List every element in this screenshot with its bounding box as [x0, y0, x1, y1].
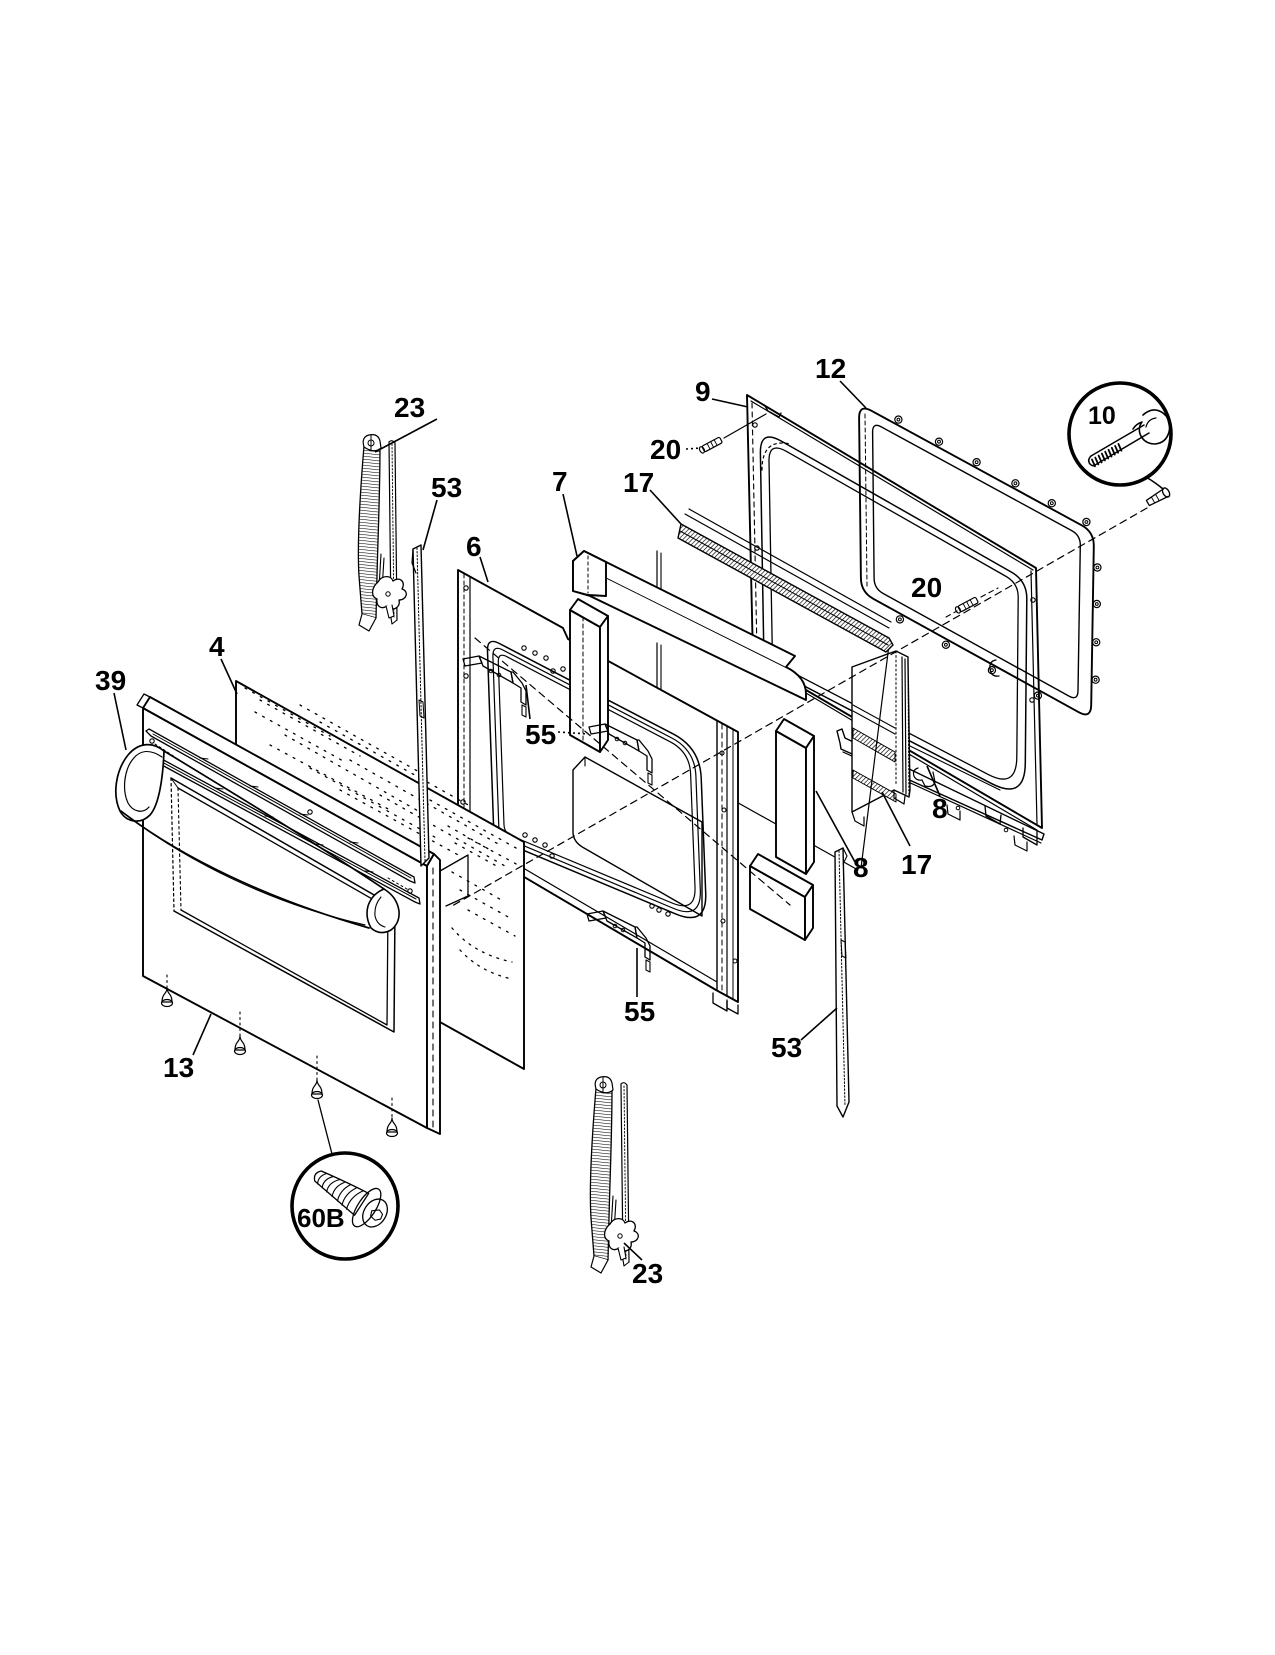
svg-text:55: 55 [624, 996, 655, 1027]
svg-text:17: 17 [901, 849, 932, 880]
svg-text:7: 7 [552, 466, 568, 497]
svg-text:55: 55 [525, 719, 556, 750]
svg-text:23: 23 [632, 1258, 663, 1289]
svg-text:10: 10 [1088, 402, 1116, 430]
svg-text:8: 8 [853, 852, 869, 883]
svg-text:20: 20 [650, 434, 681, 465]
svg-text:53: 53 [431, 472, 462, 503]
svg-text:8: 8 [932, 793, 948, 824]
svg-text:4: 4 [209, 631, 225, 662]
svg-text:6: 6 [466, 531, 482, 562]
svg-text:12: 12 [815, 353, 846, 384]
svg-text:23: 23 [394, 392, 425, 423]
svg-text:9: 9 [695, 376, 711, 407]
svg-text:17: 17 [623, 467, 654, 498]
svg-text:13: 13 [163, 1052, 194, 1083]
svg-text:20: 20 [911, 572, 942, 603]
svg-text:53: 53 [771, 1032, 802, 1063]
svg-text:39: 39 [95, 665, 126, 696]
svg-text:60B: 60B [297, 1203, 345, 1233]
